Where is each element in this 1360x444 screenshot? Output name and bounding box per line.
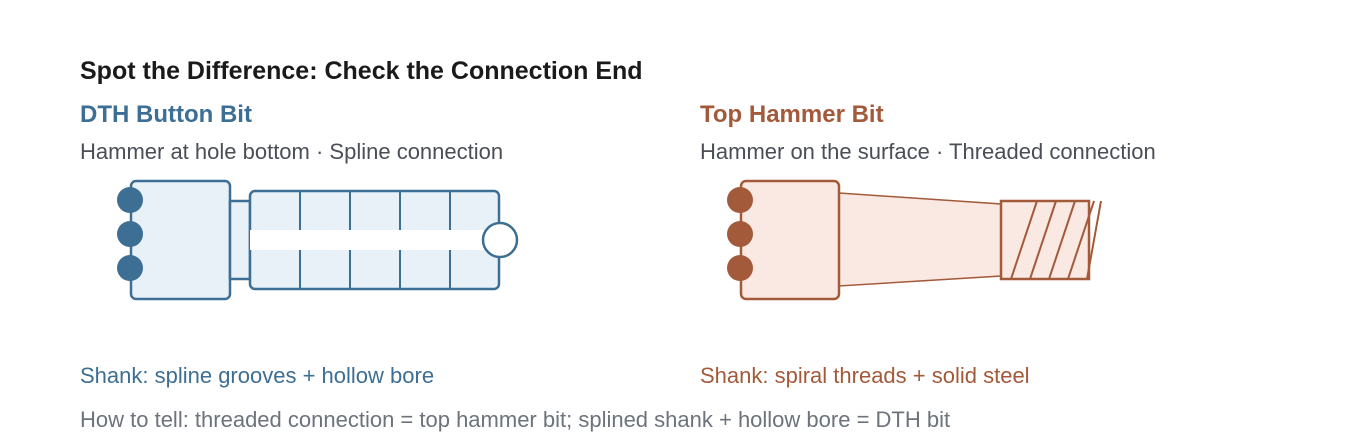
top-hammer-tapered-body [838, 192, 1002, 287]
dth-bit-subtitle: Hammer at hole bottom · Spline connectio… [80, 139, 504, 164]
top-hammer-bit-drawing [727, 179, 1102, 301]
top-hammer-carbide-button [727, 221, 753, 247]
page-title: Spot the Difference: Check the Connectio… [80, 57, 643, 85]
dth-bore-opening [481, 221, 519, 259]
top-hammer-carbide-button [727, 255, 753, 281]
dth-bit-title: DTH Button Bit [80, 101, 252, 128]
top-hammer-carbide-button [727, 187, 753, 213]
top-hammer-bit-title: Top Hammer Bit [700, 101, 884, 128]
top-hammer-thread-line [1029, 200, 1057, 280]
dth-hollow-bore [250, 230, 499, 250]
dth-carbide-button [117, 187, 143, 213]
top-hammer-thread-line [1086, 200, 1102, 280]
dth-carbide-button [117, 221, 143, 247]
how-to-tell-note: How to tell: threaded connection = top h… [80, 407, 951, 432]
top-hammer-bit-subtitle: Hammer on the surface · Threaded connect… [700, 139, 1156, 164]
dth-bit-neck [228, 199, 252, 281]
dth-carbide-button [117, 255, 143, 281]
dth-bit-head [129, 179, 232, 301]
dth-shank-caption: Shank: spline grooves + hollow bore [80, 363, 435, 388]
top-hammer-thread-line [1067, 200, 1095, 280]
top-hammer-thread-line [1010, 200, 1038, 280]
top-hammer-bit-head [739, 179, 841, 301]
top-hammer-thread-line [1048, 200, 1076, 280]
top-hammer-shank-caption: Shank: spiral threads + solid steel [700, 363, 1030, 388]
dth-bit-drawing [117, 179, 519, 301]
